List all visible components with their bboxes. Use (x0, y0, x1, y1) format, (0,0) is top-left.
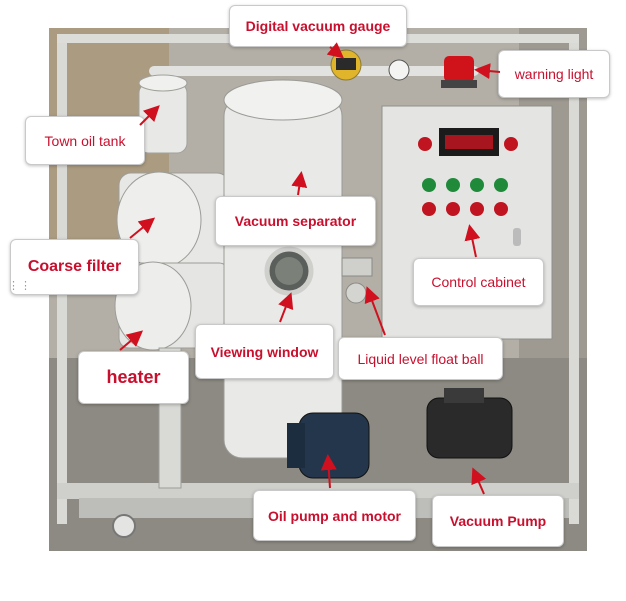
machine-illustration (49, 28, 587, 551)
label-heater: heater (78, 351, 189, 404)
label-liquid-level-float-ball: Liquid level float ball (338, 337, 503, 380)
label-vacuum-pump: Vacuum Pump (432, 495, 564, 547)
label-oil-pump-and-motor: Oil pump and motor (253, 490, 416, 541)
label-digital-vacuum-gauge: Digital vacuum gauge (229, 5, 407, 47)
label-town-oil-tank: Town oil tank (25, 116, 145, 165)
machine-photo (49, 28, 587, 551)
drag-handle-icon[interactable]: ⋮⋮ (8, 281, 31, 298)
label-vacuum-separator: Vacuum separator (215, 196, 376, 246)
label-control-cabinet: Control cabinet (413, 258, 544, 306)
label-viewing-window: Viewing window (195, 324, 334, 379)
label-warning-light: warning light (498, 50, 610, 98)
label-coarse-filter: Coarse filter (10, 239, 139, 295)
